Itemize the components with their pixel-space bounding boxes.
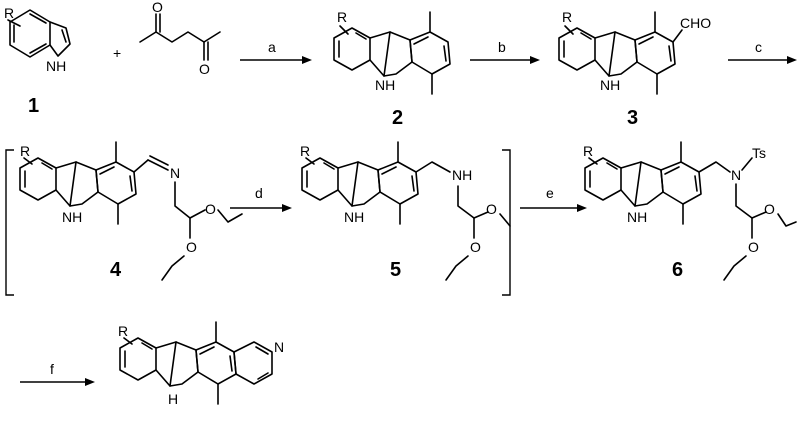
reagent-e-label: e — [546, 185, 554, 201]
arrow-c: c — [728, 39, 797, 64]
nh-label: NH — [344, 209, 364, 225]
nh-label: NH — [452, 167, 472, 183]
compound-label-2: 2 — [392, 107, 403, 129]
r-label: R — [562, 9, 572, 25]
reagent-a-label: a — [268, 39, 276, 55]
nh-label: NH — [375, 77, 395, 93]
plus-sign: + — [113, 45, 121, 61]
o-label: O — [748, 239, 759, 255]
compound-1-indole: R NH 1 — [4, 5, 71, 117]
compound-6: N Ts O O R NH 6 — [583, 141, 797, 281]
o-label: O — [764, 201, 775, 217]
compound-4: N O O R NH 4 — [19, 141, 243, 281]
r-label: R — [118, 323, 128, 339]
compound-label-6: 6 — [672, 259, 683, 281]
arrow-a: a — [240, 39, 312, 64]
o-label: O — [186, 239, 197, 255]
compound-3: CHO R NH 3 — [558, 9, 711, 129]
nh-label: NH — [600, 77, 620, 93]
r-label: R — [300, 143, 310, 159]
nh-label: H — [168, 391, 178, 407]
arrow-f: f — [20, 361, 95, 386]
r-label: R — [4, 5, 14, 21]
nh-label: NH — [46, 58, 66, 74]
compound-label-4: 4 — [110, 259, 122, 281]
o-label-2: O — [199, 61, 210, 77]
nh-label: NH — [627, 209, 647, 225]
o-label: O — [470, 239, 481, 255]
o-label: O — [486, 201, 497, 217]
ts-label: Ts — [752, 145, 766, 161]
arrow-d: d — [230, 185, 292, 212]
nh-label: NH — [62, 209, 82, 225]
hexanedione: O O — [139, 0, 221, 77]
arrow-b: b — [470, 39, 540, 64]
r-label: R — [583, 143, 593, 159]
o-label-1: O — [152, 0, 163, 15]
n-label: N — [731, 167, 741, 183]
compound-label-1: 1 — [28, 95, 39, 117]
compound-label-3: 3 — [627, 107, 638, 129]
r-label: R — [20, 143, 30, 159]
reagent-d-label: d — [255, 185, 263, 201]
reagent-b-label: b — [498, 39, 506, 55]
r-label: R — [337, 9, 347, 25]
bracket-group — [5, 149, 511, 296]
n-label: N — [170, 165, 180, 181]
compound-2: R NH 2 — [333, 9, 451, 129]
compound-label-5: 5 — [390, 259, 401, 281]
reagent-c-label: c — [755, 39, 762, 55]
n-label: N — [274, 339, 284, 355]
reagent-f-label: f — [50, 361, 54, 377]
final-product: N R H — [118, 321, 284, 407]
arrow-e: e — [520, 185, 587, 212]
compound-5: NH O O R NH 5 — [300, 141, 511, 281]
o-label: O — [205, 201, 216, 217]
cho-label: CHO — [680, 15, 711, 31]
